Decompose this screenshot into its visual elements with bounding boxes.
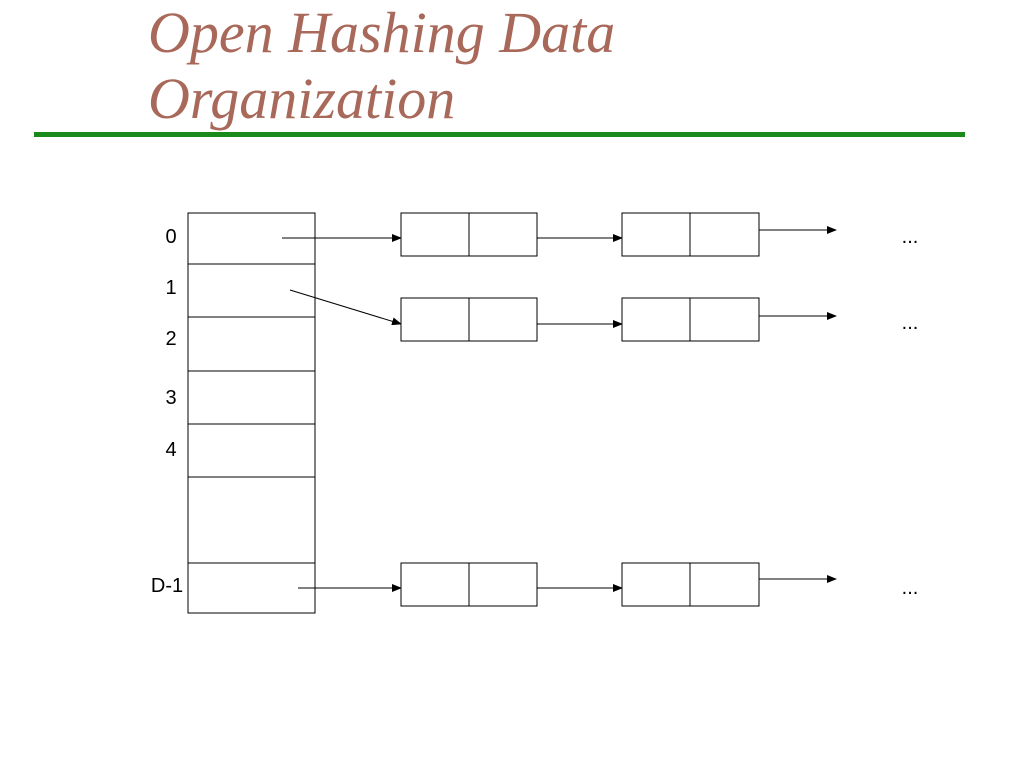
slide-title-line-2: Organization [148, 66, 456, 131]
bucket-label-3: 3 [165, 387, 176, 409]
slide-title: Open Hashing Data Organization [148, 0, 968, 132]
bucket-label-0: 0 [165, 226, 176, 248]
bucket-label-d-minus-1: D-1 [151, 575, 183, 597]
bucket-label-2: 2 [165, 328, 176, 350]
chain-ellipsis: ... [902, 312, 919, 334]
slide-title-line-1: Open Hashing Data [148, 0, 616, 65]
chain-bucket-1: ... [289, 289, 919, 342]
bucket-label-1: 1 [165, 277, 176, 299]
chain-ellipsis: ... [902, 577, 919, 599]
chain-bucket-0: ... [282, 212, 919, 257]
bucket-pointer-arrow [289, 289, 402, 326]
bucket-array [187, 212, 316, 614]
bucket-label-4: 4 [165, 439, 176, 461]
bucket-array-outline [187, 212, 316, 614]
chain-bucket-d-minus-1: ... [298, 562, 919, 607]
title-divider [34, 132, 965, 137]
chain-ellipsis: ... [902, 226, 919, 248]
